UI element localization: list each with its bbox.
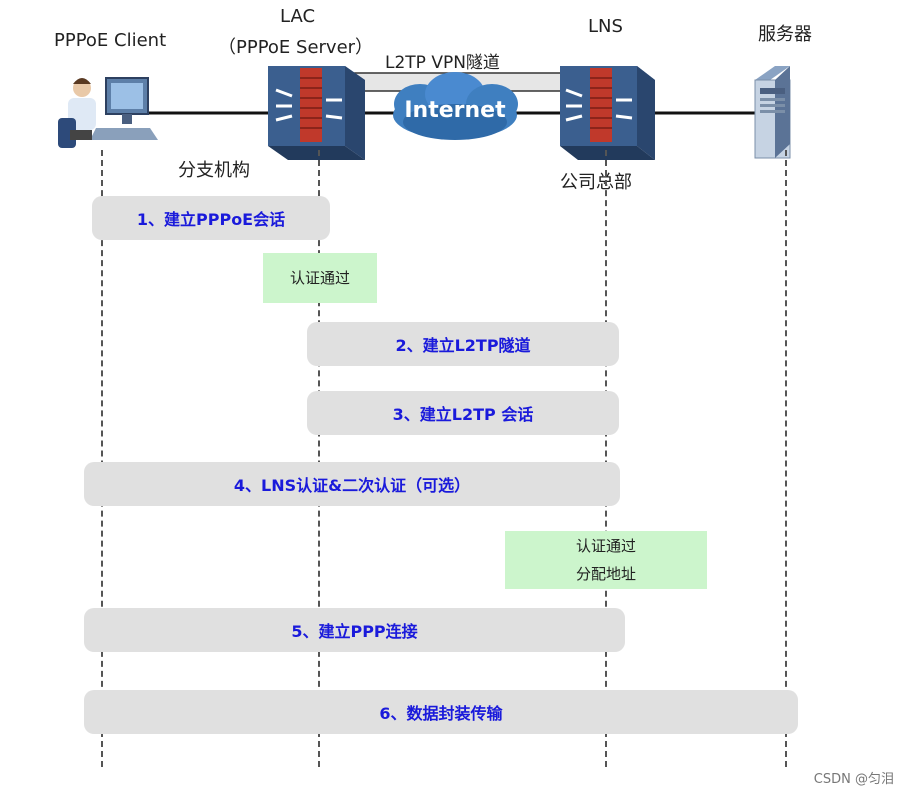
lns-auth-text: 认证通过 — [575, 537, 636, 555]
lns-device-icon — [560, 66, 655, 160]
lac-device-icon — [268, 66, 365, 160]
internet-label: Internet — [404, 98, 506, 123]
lns-lifeline — [605, 150, 607, 767]
server-label: 服务器 — [758, 24, 812, 45]
lns-label: LNS — [588, 16, 623, 37]
lac-sublabel: （PPPoE Server） — [218, 37, 374, 58]
step-data-transfer: 6、数据封装传输 — [84, 690, 798, 734]
lac-label: LAC — [280, 6, 316, 27]
lns-assign-address-text: 分配地址 — [575, 565, 636, 583]
lac-lifeline — [318, 150, 320, 767]
step-ppp-connection: 5、建立PPP连接 — [84, 608, 625, 652]
server-tower-icon — [754, 66, 791, 159]
tunnel-label: L2TP VPN隧道 — [385, 53, 500, 73]
step-l2tp-session: 3、建立L2TP 会话 — [307, 391, 619, 435]
hq-site-label: 公司总部 — [560, 172, 632, 193]
step-lns-auth: 4、LNS认证&二次认证（可选） — [84, 462, 620, 506]
pc-user-icon — [58, 77, 158, 148]
client-lifeline — [101, 150, 103, 767]
network-topology — [58, 66, 791, 160]
internet-cloud-icon — [393, 72, 518, 140]
lac-auth-box: 认证通过 — [263, 253, 377, 303]
client-label: PPPoE Client — [54, 30, 167, 51]
lns-auth-box: 认证通过 分配地址 — [505, 531, 707, 589]
step-pppoe-session: 1、建立PPPoE会话 — [92, 196, 330, 240]
server-lifeline — [785, 150, 787, 767]
lac-auth-text: 认证通过 — [289, 269, 350, 287]
branch-site-label: 分支机构 — [178, 160, 250, 181]
step-l2tp-tunnel: 2、建立L2TP隧道 — [307, 322, 619, 366]
watermark: CSDN @匀泪 — [813, 772, 894, 787]
